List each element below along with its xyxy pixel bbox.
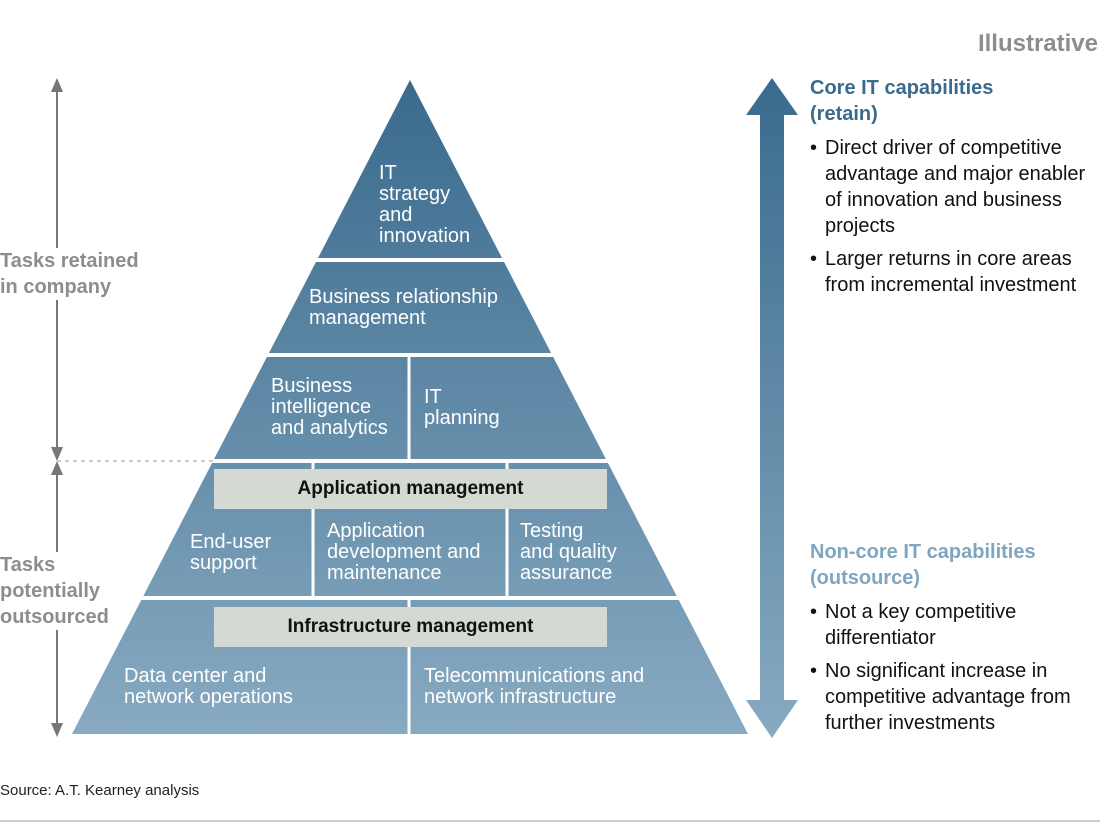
business-intelligence-line-2: intelligence: [271, 396, 372, 418]
it-strategy-label: IT strategy and innovation: [379, 163, 470, 247]
noncore-bullet: Not a key competitive differentiator: [810, 599, 1100, 651]
source-note: Source: A.T. Kearney analysis: [0, 782, 200, 799]
application-management-label: Application management: [297, 478, 524, 499]
noncore-heading-line-2: (outsource): [810, 567, 920, 589]
infrastructure-management-label: Infrastructure management: [287, 616, 534, 637]
infrastructure-management-bar: [214, 607, 607, 647]
business-relationship-line-2: management: [309, 307, 426, 329]
core-capabilities-heading: Core IT capabilities (retain): [810, 75, 993, 127]
core-heading-line-2: (retain): [810, 103, 878, 125]
telecommunications-line-2: network infrastructure: [424, 686, 617, 708]
end-user-support-line-1: End-user: [190, 531, 272, 553]
data-center-line-2: network operations: [124, 686, 293, 708]
tasks-retained-line-2: in company: [0, 276, 112, 298]
it-strategy-line-1: IT: [379, 162, 397, 184]
telecommunications-line-1: Telecommunications and: [424, 665, 645, 687]
double-arrow: [746, 78, 798, 738]
application-development-line-1: Application: [327, 520, 425, 542]
tasks-outsourced-line-3: outsourced: [0, 606, 109, 628]
business-intelligence-line-1: Business: [271, 375, 353, 397]
core-heading-line-1: Core IT capabilities: [810, 77, 994, 99]
noncore-bullet: No significant increase in competitive a…: [810, 658, 1100, 736]
it-strategy-line-2: strategy: [379, 183, 451, 205]
telecommunications-label: Telecommunications and network infrastru…: [424, 666, 644, 708]
noncore-heading-line-1: Non-core IT capabilities: [810, 541, 1036, 563]
noncore-capabilities-heading: Non-core IT capabilities (outsource): [810, 539, 1036, 591]
application-development-label: Application development and maintenance: [327, 521, 480, 584]
tasks-outsourced-line-2: potentially: [0, 580, 101, 602]
testing-quality-line-2: and quality: [520, 541, 617, 563]
pyramid-mask-top: [0, 0, 1100, 80]
testing-quality-label: Testing and quality assurance: [520, 521, 617, 584]
noncore-bullet-list: Not a key competitive differentiator No …: [810, 599, 1100, 743]
data-center-label: Data center and network operations: [124, 666, 293, 708]
end-user-support-line-2: support: [190, 552, 257, 574]
business-intelligence-label: Business intelligence and analytics: [271, 376, 388, 439]
data-center-line-1: Data center and: [124, 665, 267, 687]
it-planning-label: IT planning: [424, 387, 500, 429]
tasks-outsourced-line-1: Tasks: [0, 554, 56, 576]
illustrative-tag: Illustrative: [977, 30, 1098, 57]
testing-quality-line-1: Testing: [520, 520, 584, 542]
core-bullet: Larger returns in core areas from increm…: [810, 246, 1100, 298]
testing-quality-line-3: assurance: [520, 562, 613, 584]
tasks-outsourced-label: Tasks potentially outsourced: [0, 552, 109, 630]
business-intelligence-line-3: and analytics: [271, 417, 388, 439]
application-development-line-3: maintenance: [327, 562, 442, 584]
business-relationship-line-1: Business relationship: [309, 286, 498, 308]
end-user-support-label: End-user support: [190, 532, 271, 574]
tasks-retained-label: Tasks retained in company: [0, 248, 139, 300]
it-strategy-line-4: innovation: [379, 225, 471, 247]
it-planning-line-2: planning: [424, 407, 500, 429]
core-bullet-list: Direct driver of competitive advantage a…: [810, 135, 1100, 305]
tasks-retained-line-1: Tasks retained: [0, 250, 139, 272]
application-development-line-2: development and: [327, 541, 481, 563]
it-strategy-line-3: and: [379, 204, 413, 226]
it-planning-line-1: IT: [424, 386, 442, 408]
business-relationship-label: Business relationship management: [309, 287, 498, 329]
core-bullet: Direct driver of competitive advantage a…: [810, 135, 1100, 239]
application-management-bar: [214, 469, 607, 509]
